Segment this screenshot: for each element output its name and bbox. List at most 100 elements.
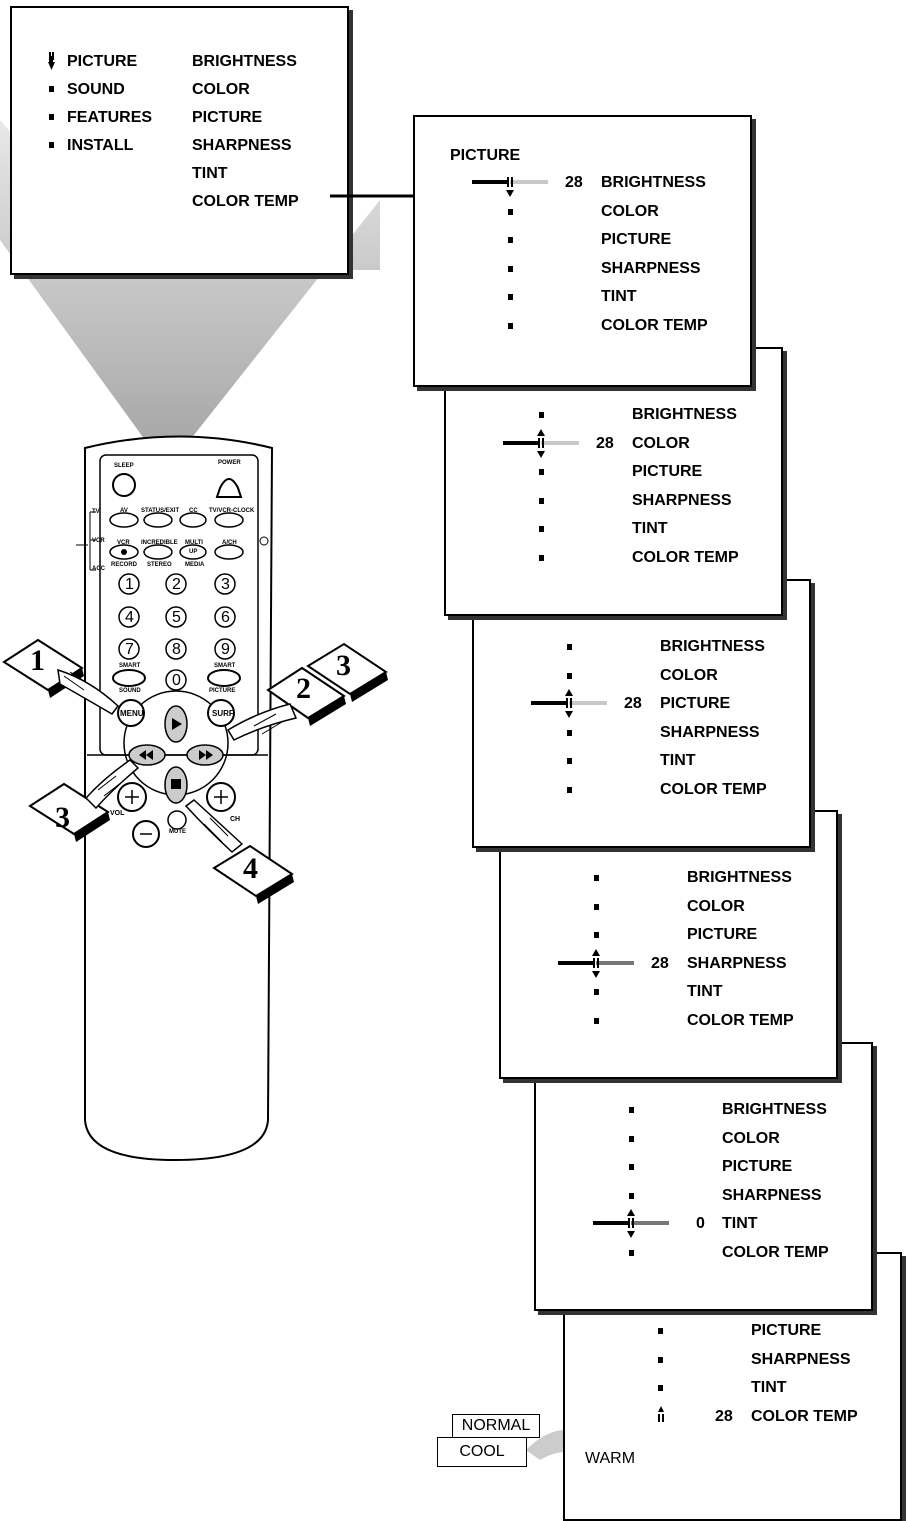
- submenu-preview-picture: PICTURE: [192, 109, 263, 126]
- panel-item-picture[interactable]: PICTURE: [722, 1158, 793, 1175]
- vol-label: VOL: [110, 810, 125, 817]
- power-button[interactable]: POWER: [218, 460, 241, 466]
- menu-item-sound[interactable]: SOUND: [67, 81, 125, 98]
- item-bullet: [658, 1356, 663, 1363]
- multi-button[interactable]: MULTI: [185, 540, 203, 546]
- panel-item-brightness[interactable]: BRIGHTNESS: [632, 406, 737, 423]
- panel-item-brightness[interactable]: BRIGHTNESS: [601, 174, 706, 191]
- item-bullet: [508, 208, 513, 215]
- panel-item-brightness[interactable]: BRIGHTNESS: [687, 869, 792, 886]
- submenu-preview-color: COLOR: [192, 81, 250, 98]
- sleep-button[interactable]: SLEEP: [114, 463, 134, 469]
- value-slider[interactable]: [470, 168, 600, 198]
- step-2-label: 2: [296, 672, 311, 705]
- panel-item-sharpness[interactable]: SHARPNESS: [687, 954, 787, 972]
- panel-item-tint[interactable]: TINT: [660, 752, 696, 769]
- vcr-button[interactable]: VCR: [117, 540, 130, 546]
- panel-item-color-temp[interactable]: COLOR TEMP: [601, 316, 708, 334]
- item-bullet: [567, 729, 572, 736]
- digit-4-button[interactable]: 4: [125, 609, 134, 626]
- value-slider[interactable]: [556, 948, 686, 979]
- panel-item-color[interactable]: COLOR: [601, 202, 659, 220]
- panel-item-brightness[interactable]: BRIGHTNESS: [722, 1101, 827, 1118]
- item-bullet: [594, 1017, 599, 1024]
- color-temp-cool-option[interactable]: COOL: [437, 1437, 527, 1467]
- digit-6-button[interactable]: 6: [221, 609, 230, 626]
- adjustment-panel-tint: PICTUREBRIGHTNESSCOLORPICTURESHARPNESSTI…: [534, 1042, 873, 1311]
- panel-item-picture[interactable]: PICTURE: [751, 1322, 822, 1339]
- panel-item-color-temp[interactable]: COLOR TEMP: [660, 780, 767, 798]
- panel-item-sharpness[interactable]: SHARPNESS: [601, 259, 701, 277]
- digit-2-button[interactable]: 2: [172, 576, 181, 593]
- panel-item-picture[interactable]: PICTURE: [601, 231, 672, 248]
- item-bullet: [594, 989, 599, 995]
- digit-8-button[interactable]: 8: [172, 641, 181, 658]
- digit-7-button[interactable]: 7: [125, 641, 134, 658]
- menu-item-install[interactable]: INSTALL: [67, 137, 134, 154]
- digit-0-button[interactable]: 0: [172, 672, 181, 689]
- av-button[interactable]: AV: [120, 508, 128, 514]
- item-bullet: [629, 1107, 634, 1113]
- value-slider[interactable]: [591, 1209, 721, 1239]
- value-readout: 0: [696, 1215, 705, 1232]
- value-slider[interactable]: [620, 1402, 750, 1432]
- item-bullet: [629, 1192, 634, 1199]
- panel-item-color[interactable]: COLOR: [722, 1129, 780, 1147]
- item-bullet: [508, 265, 513, 272]
- step-1-label: 1: [30, 644, 45, 677]
- panel-item-sharpness[interactable]: SHARPNESS: [660, 723, 760, 741]
- panel-item-tint[interactable]: TINT: [601, 288, 637, 305]
- panel-item-color-temp[interactable]: COLOR TEMP: [722, 1243, 829, 1261]
- panel-item-sharpness[interactable]: SHARPNESS: [632, 491, 732, 509]
- panel-item-tint[interactable]: TINT: [751, 1379, 787, 1396]
- mute-button[interactable]: MUTE: [169, 829, 186, 835]
- menu-item-picture[interactable]: PICTURE: [67, 53, 138, 70]
- color-temp-normal-option[interactable]: NORMAL: [452, 1414, 540, 1438]
- panel-item-tint[interactable]: TINT: [687, 983, 723, 1000]
- digit-3-button[interactable]: 3: [221, 576, 230, 593]
- digit-9-button[interactable]: 9: [221, 641, 230, 658]
- smart-picture-button[interactable]: SMART: [214, 663, 236, 669]
- submenu-preview-brightness: BRIGHTNESS: [192, 53, 297, 70]
- panel-item-tint[interactable]: TINT: [632, 520, 668, 537]
- digit-5-button[interactable]: 5: [172, 609, 181, 626]
- submenu-preview-sharpness: SHARPNESS: [192, 137, 292, 154]
- ch-label: CH: [230, 816, 241, 823]
- panel-item-color[interactable]: COLOR: [660, 666, 718, 684]
- item-bullet: [508, 237, 513, 243]
- step-3-marker-top: [306, 642, 388, 702]
- panel-item-sharpness[interactable]: SHARPNESS: [722, 1186, 822, 1204]
- ach-button[interactable]: A/CH: [222, 540, 237, 546]
- item-bullet: [567, 786, 572, 793]
- value-readout: 28: [651, 954, 669, 972]
- tv-vcr-clock-button[interactable]: TV/VCR-CLOCK: [209, 508, 255, 514]
- color-temp-warm-option[interactable]: WARM: [585, 1450, 636, 1467]
- menu-button[interactable]: MENU: [120, 709, 144, 718]
- item-bullet: [539, 497, 544, 504]
- cc-button[interactable]: CC: [189, 508, 198, 514]
- panel-item-color[interactable]: COLOR: [632, 434, 690, 452]
- step-3-marker-bottom: [28, 759, 140, 842]
- digit-1-button[interactable]: 1: [125, 576, 134, 593]
- panel-item-tint[interactable]: TINT: [722, 1215, 758, 1232]
- step-4-label: 4: [243, 852, 258, 885]
- status-exit-button[interactable]: STATUS/EXIT: [141, 508, 180, 514]
- panel-item-color-temp[interactable]: COLOR TEMP: [632, 548, 739, 566]
- panel-item-brightness[interactable]: BRIGHTNESS: [660, 638, 765, 655]
- incredible-button[interactable]: INCREDIBLE: [141, 540, 178, 546]
- panel-item-picture[interactable]: PICTURE: [632, 463, 703, 480]
- panel-item-color-temp[interactable]: COLOR TEMP: [751, 1407, 858, 1425]
- value-slider[interactable]: [501, 428, 631, 459]
- panel-item-picture[interactable]: PICTURE: [687, 926, 758, 943]
- menu-item-features[interactable]: FEATURES: [67, 109, 153, 126]
- value-slider[interactable]: [529, 689, 659, 719]
- item-bullet: [629, 1164, 634, 1170]
- surf-button[interactable]: SURF: [212, 709, 234, 718]
- panel-item-picture[interactable]: PICTURE: [660, 695, 731, 712]
- panel-item-color[interactable]: COLOR: [687, 897, 745, 915]
- smart-sound-button[interactable]: SMART: [119, 663, 141, 669]
- panel-item-sharpness[interactable]: SHARPNESS: [751, 1350, 851, 1368]
- panel-item-color-temp[interactable]: COLOR TEMP: [687, 1011, 794, 1029]
